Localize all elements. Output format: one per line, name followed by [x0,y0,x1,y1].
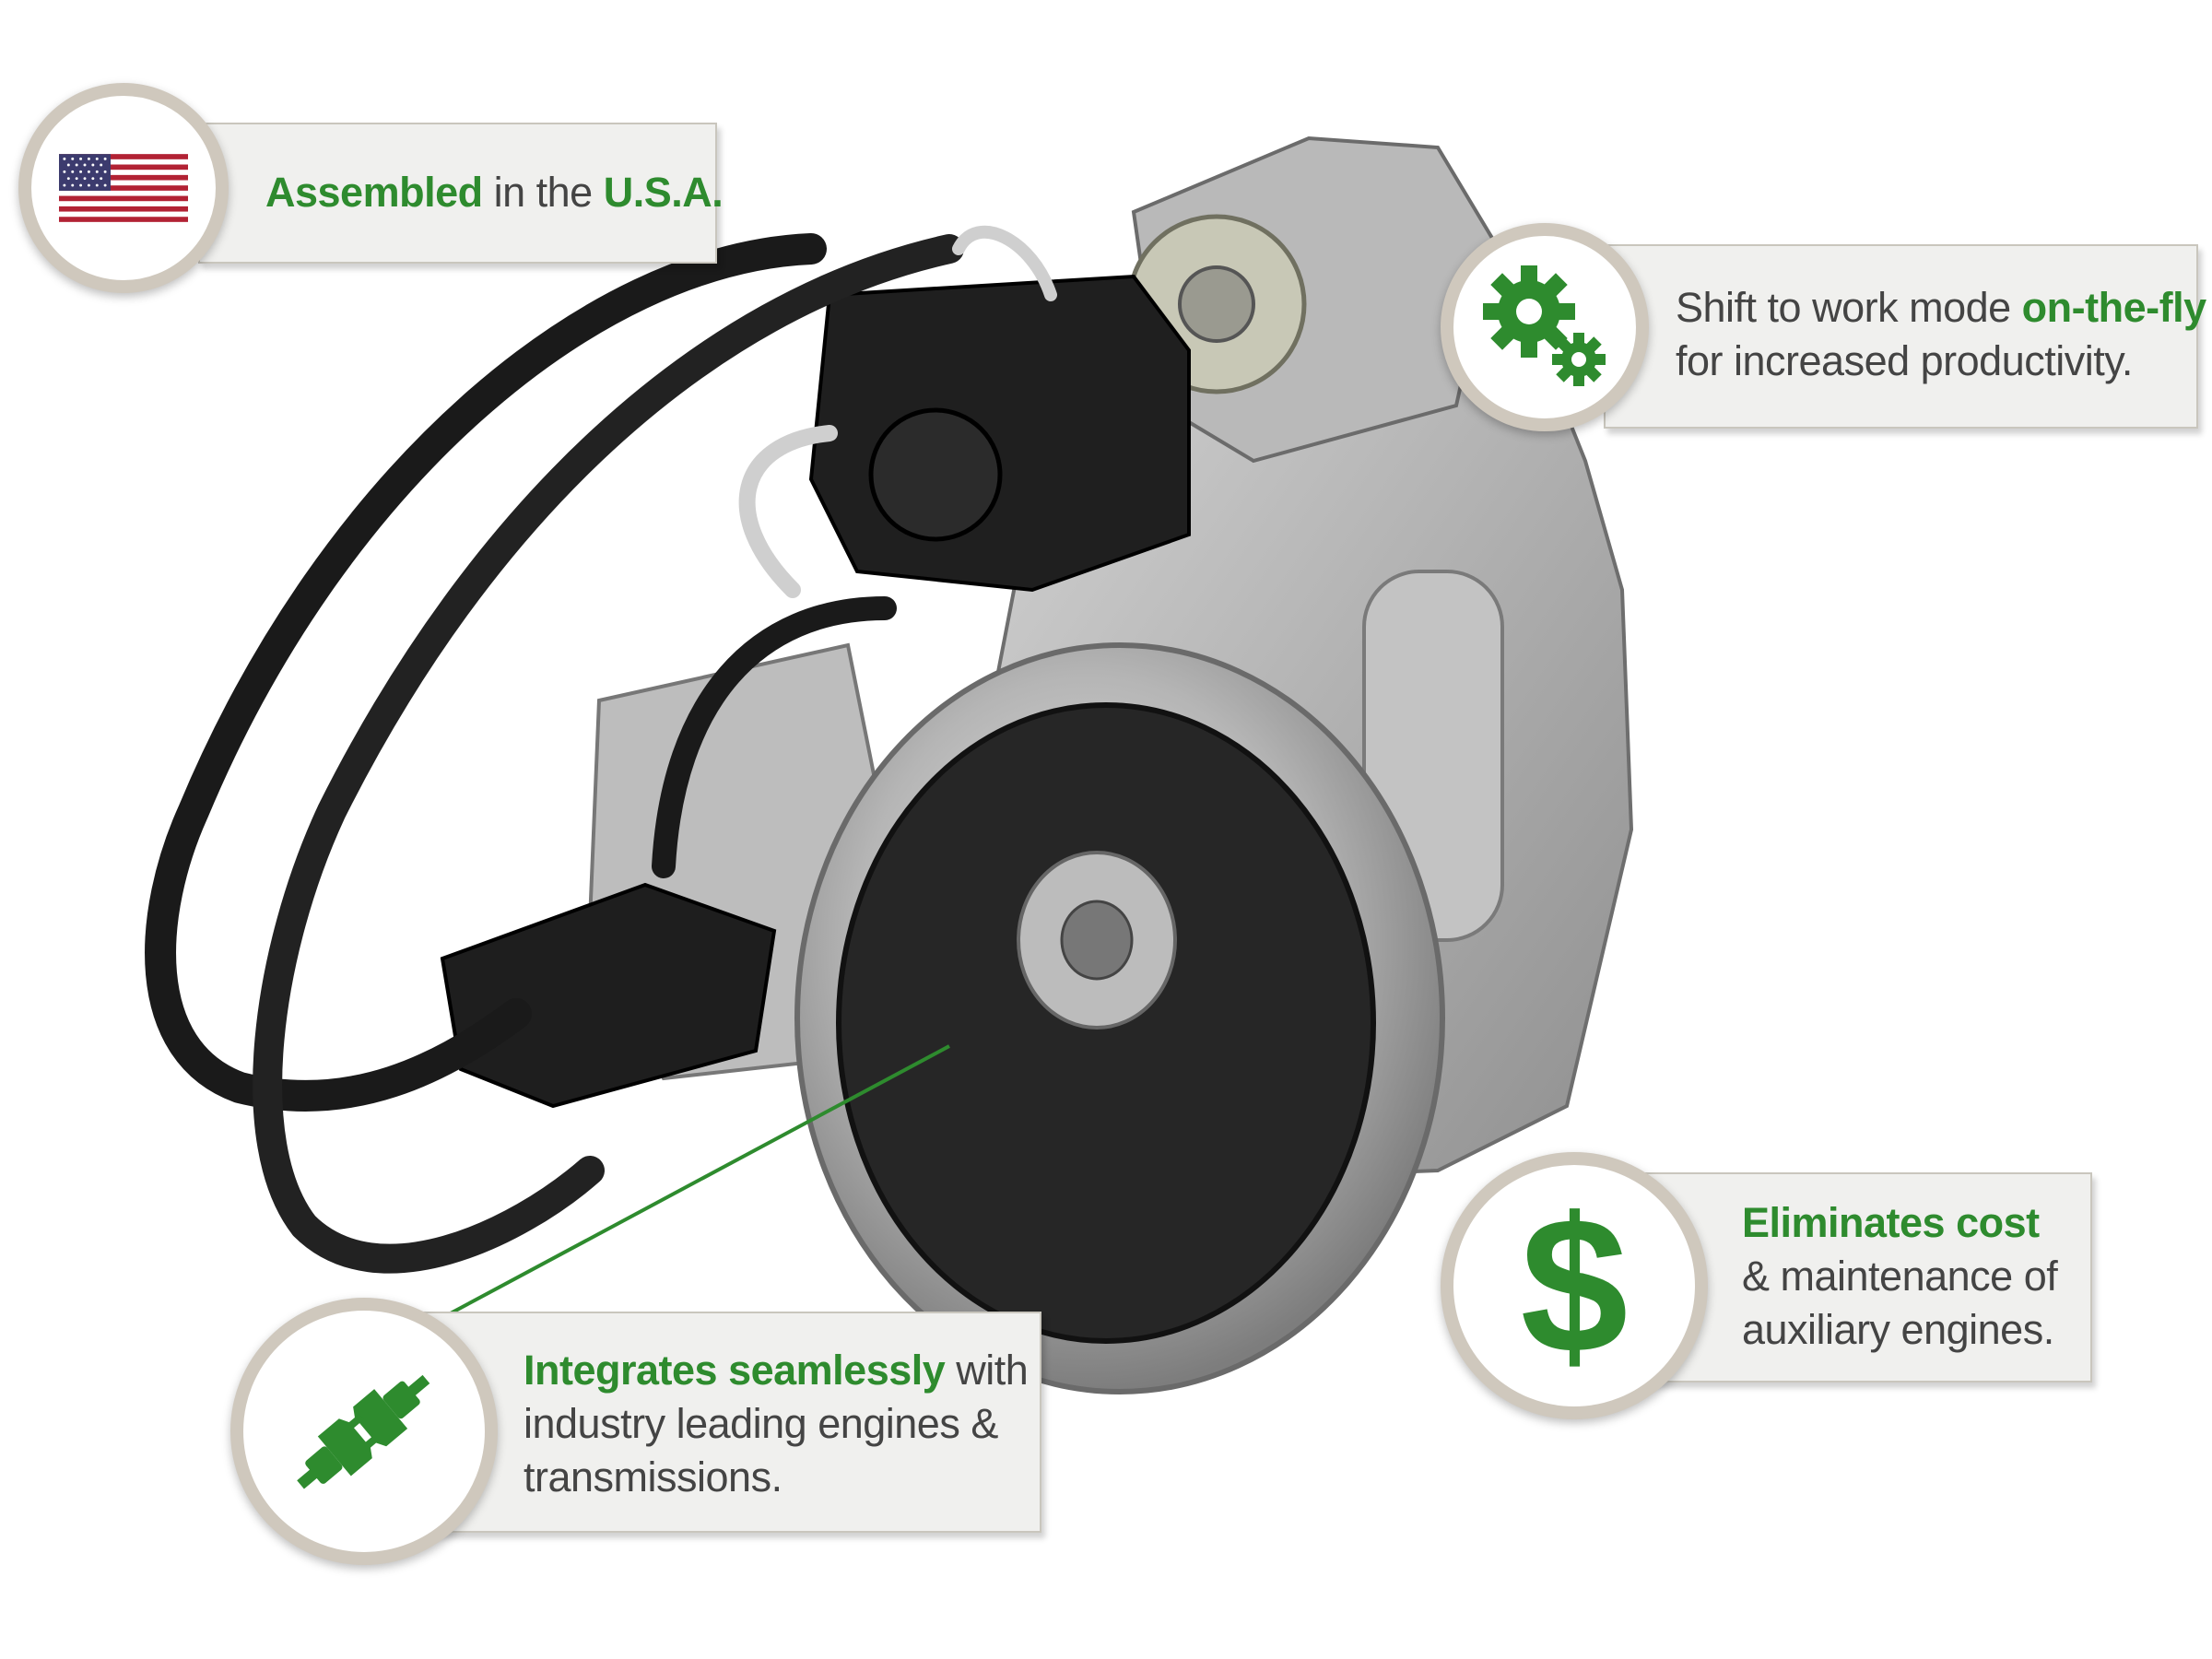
dollar-icon: $ [1520,1177,1629,1394]
eliminates-cost-highlight: Eliminates cost [1742,1199,2040,1246]
callout-shift-text: Shift to work mode on-the-fly for increa… [1676,281,2206,388]
us-flag-icon [59,154,188,222]
usa-highlight: U.S.A. [603,169,724,216]
shift-text: Shift to work mode [1676,284,2022,331]
plug-icon [297,1374,430,1489]
gears-icon [1483,265,1606,386]
integrates-line-3: transmissions. [524,1453,782,1500]
on-the-fly-highlight: on-the-fly [2021,284,2206,331]
plug-circle [230,1298,498,1565]
gears-circle [1441,223,1649,431]
assembled-highlight: Assembled [265,169,483,216]
shift-line-1: Shift to work mode on-the-fly [1676,281,2206,335]
callout-integrates-text: Integrates seamlessly with industry lead… [524,1344,1029,1504]
callout-assembled-usa-box [198,123,717,264]
cost-line-3: auxiliary engines. [1742,1306,2054,1353]
callout-shift-box [1604,244,2198,429]
usa-flag-circle [18,83,229,293]
callout-cost-text: Eliminates cost & maintenance of auxilia… [1742,1196,2058,1357]
integrates-highlight: Integrates seamlessly [524,1347,946,1394]
assembled-text: in the [482,169,604,216]
callout-assembled-usa-text: Assembled in the U.S.A. [265,166,724,219]
shift-line-2: for increased productivity. [1676,337,2133,384]
integrates-line-2: industry leading engines & [524,1400,998,1447]
cost-line-2: & maintenance of [1742,1253,2058,1300]
dollar-circle: $ [1441,1152,1708,1419]
integrates-text: with [945,1347,1029,1394]
integrates-line-1: Integrates seamlessly with [524,1344,1029,1397]
